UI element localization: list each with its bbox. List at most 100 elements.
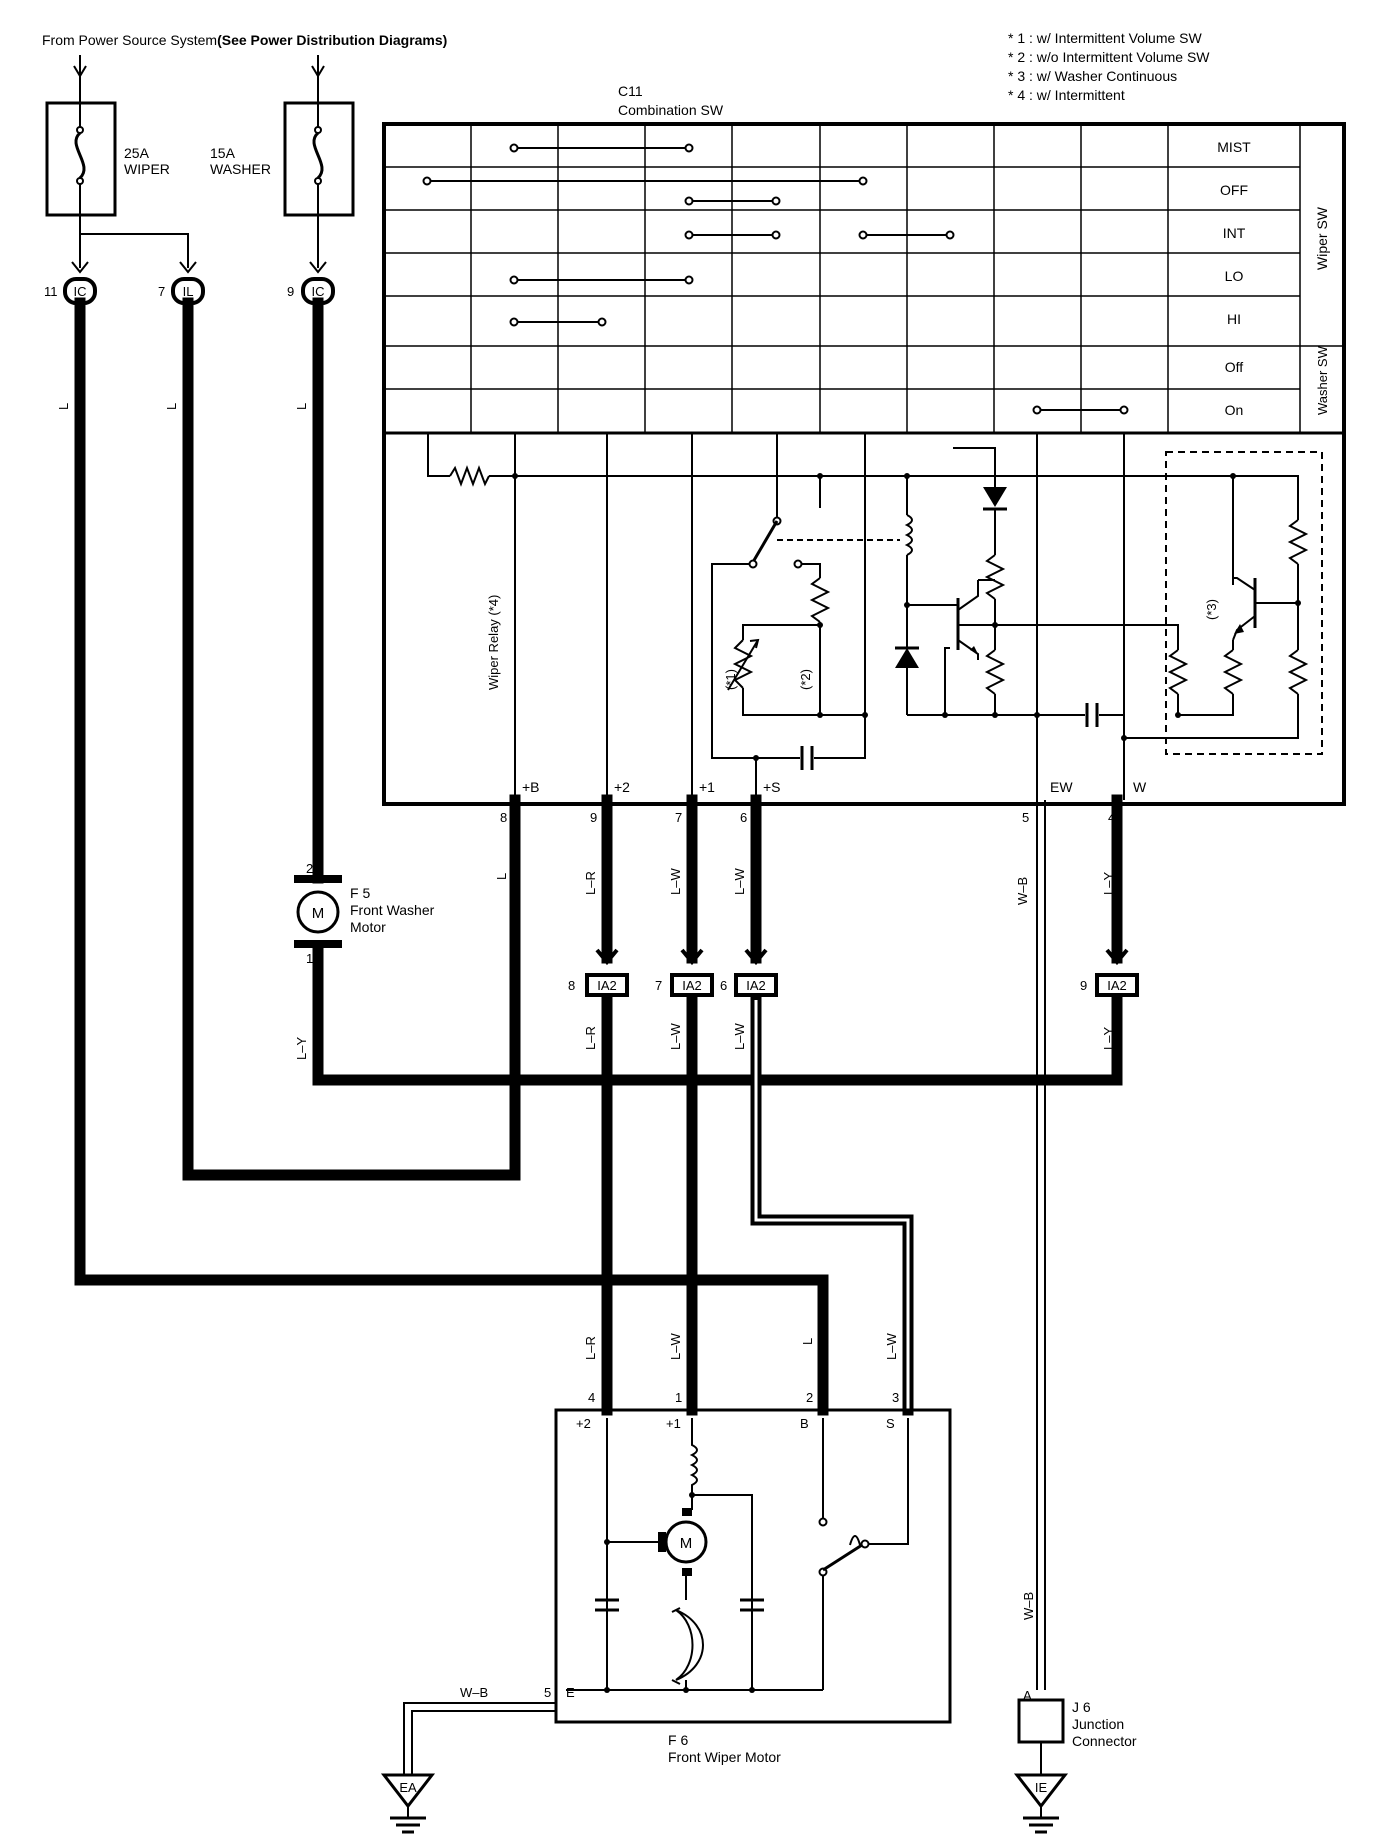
- pin-9: 9: [590, 810, 597, 825]
- switch-grid: [384, 124, 1344, 433]
- relay-label: Wiper Relay (*4): [486, 595, 501, 690]
- pos-lo: LO: [1225, 268, 1244, 284]
- pin-8: 8: [500, 810, 507, 825]
- term-s: +S: [763, 779, 781, 795]
- note-2: * 2 : w/o Intermittent Volume SW: [1008, 49, 1210, 65]
- connector-pin: 8: [568, 978, 575, 993]
- ground-wire-ea: [403, 1702, 556, 1775]
- washer-motor-name-2: Motor: [350, 919, 386, 935]
- fuse-wiper-branch: [79, 215, 189, 268]
- ground-ie: IE: [1013, 1773, 1069, 1834]
- term-w: W: [1133, 779, 1147, 795]
- fuse-wiper-rating: 25A: [124, 145, 150, 161]
- motor-term: S: [886, 1416, 895, 1431]
- junction-pin: A: [1023, 1688, 1032, 1703]
- wire-label: L: [494, 873, 509, 880]
- wire-ew: [1036, 800, 1046, 1690]
- motor-pin-e: 5: [544, 1685, 551, 1700]
- ground-code: EA: [399, 1780, 417, 1795]
- pos-off: OFF: [1220, 182, 1248, 198]
- fuse-washer-rating: 15A: [210, 145, 236, 161]
- wiper-motor-name: Front Wiper Motor: [668, 1749, 781, 1765]
- wiper-motor-code: F 6: [668, 1732, 688, 1748]
- pin-5: 5: [1022, 810, 1029, 825]
- motor-symbol: M: [312, 905, 325, 922]
- connector-ic-9: IC 9: [287, 277, 335, 305]
- connector-pin: 9: [287, 284, 294, 299]
- wire-stripe: [754, 1000, 910, 1410]
- switch-name: Combination SW: [618, 102, 724, 118]
- motor-pin: 2: [806, 1390, 813, 1405]
- footnotes: * 1 : w/ Intermittent Volume SW * 2 : w/…: [1008, 30, 1210, 103]
- note-1: * 1 : w/ Intermittent Volume SW: [1008, 30, 1203, 46]
- motor-term: B: [800, 1416, 809, 1431]
- note-label-3: (*3): [1204, 599, 1219, 620]
- ground-ea: EA: [380, 1773, 436, 1834]
- connector-code: IC: [312, 284, 325, 299]
- wiper-sw-label: Wiper SW: [1314, 206, 1330, 270]
- connector-ic-11: IC 11: [44, 277, 97, 305]
- harness-wires: [74, 297, 1123, 1416]
- fuse-wiper-name: WIPER: [124, 161, 170, 177]
- connector-il-7: IL 7: [158, 277, 205, 305]
- term-1: +1: [699, 779, 715, 795]
- motor-pin: 3: [892, 1390, 899, 1405]
- wire-label: L–W: [668, 1023, 683, 1050]
- ia2-connectors: IA2 8 IA2 7 IA2 6 IA2 9: [568, 948, 1139, 997]
- connector-pin: 11: [44, 284, 58, 299]
- connector-code: IA2: [682, 978, 702, 993]
- ia2-pin-7: IA2 7: [655, 973, 714, 997]
- washer-sw-label: Washer SW: [1315, 345, 1330, 415]
- fuse-wiper: 25A WIPER: [45, 55, 170, 217]
- connector-pin: 7: [158, 284, 165, 299]
- ia2-pin-9: IA2 9: [1080, 973, 1139, 997]
- note-label-2: (*2): [798, 669, 813, 690]
- wire-label: L: [56, 403, 71, 410]
- wire-label: L–R: [583, 871, 598, 895]
- note-4: * 4 : w/ Intermittent: [1008, 87, 1125, 103]
- washer-motor: M 2 1 F 5 Front Washer Motor L–Y: [294, 861, 435, 1060]
- connector-code: IA2: [1107, 978, 1127, 993]
- wire-label: W–B: [1015, 877, 1030, 905]
- wire-label: L–Y: [294, 1037, 309, 1060]
- wire-label: L–W: [732, 1023, 747, 1050]
- front-wiper-motor: L–R L–W L L–W 4 1 2 3 +2 +1 B S M: [460, 1333, 952, 1765]
- connector-pin: 6: [720, 978, 727, 993]
- connector-code: IC: [74, 284, 87, 299]
- ground-code: IE: [1035, 1780, 1048, 1795]
- pos-int: INT: [1223, 225, 1246, 241]
- term-2: +2: [614, 779, 630, 795]
- connector-pin: 7: [655, 978, 662, 993]
- connector-pin: 9: [1080, 978, 1087, 993]
- switch-code: C11: [618, 83, 643, 99]
- wire-label: L: [800, 1338, 815, 1345]
- wire-label: W–B: [460, 1685, 488, 1700]
- wire-label: L–W: [884, 1333, 899, 1360]
- power-source-note: From Power Source System(See Power Distr…: [42, 32, 447, 48]
- junction-code: J 6: [1072, 1699, 1091, 1715]
- washer-pin-top: 2: [306, 861, 313, 876]
- washer-motor-code: F 5: [350, 885, 370, 901]
- pin-4: 4: [1108, 810, 1115, 825]
- connector-code: IL: [183, 284, 194, 299]
- term-ew: EW: [1050, 779, 1073, 795]
- junction-connector: A J 6 Junction Connector W–B: [1017, 1592, 1137, 1775]
- fuse-washer-name: WASHER: [210, 161, 271, 177]
- ia2-pin-8: IA2 8: [568, 973, 629, 997]
- wire-label: L: [294, 403, 309, 410]
- junction-name-2: Connector: [1072, 1733, 1137, 1749]
- connector-code: IA2: [746, 978, 766, 993]
- wire-label: L–Y: [1101, 1027, 1116, 1050]
- motor-pin: 4: [588, 1390, 595, 1405]
- wire-label: L–W: [668, 1333, 683, 1360]
- wire-label: L: [164, 403, 179, 410]
- motor-term-e: E: [566, 1685, 575, 1700]
- wire-label: L–Y: [1101, 872, 1116, 895]
- fuse-washer: 15A WASHER: [210, 55, 355, 217]
- pin-6: 6: [740, 810, 747, 825]
- junction-name-1: Junction: [1072, 1716, 1124, 1732]
- ia2-pin-6: IA2 6: [720, 973, 778, 997]
- wire-label: L–R: [583, 1336, 598, 1360]
- switch-contacts: [422, 143, 1129, 415]
